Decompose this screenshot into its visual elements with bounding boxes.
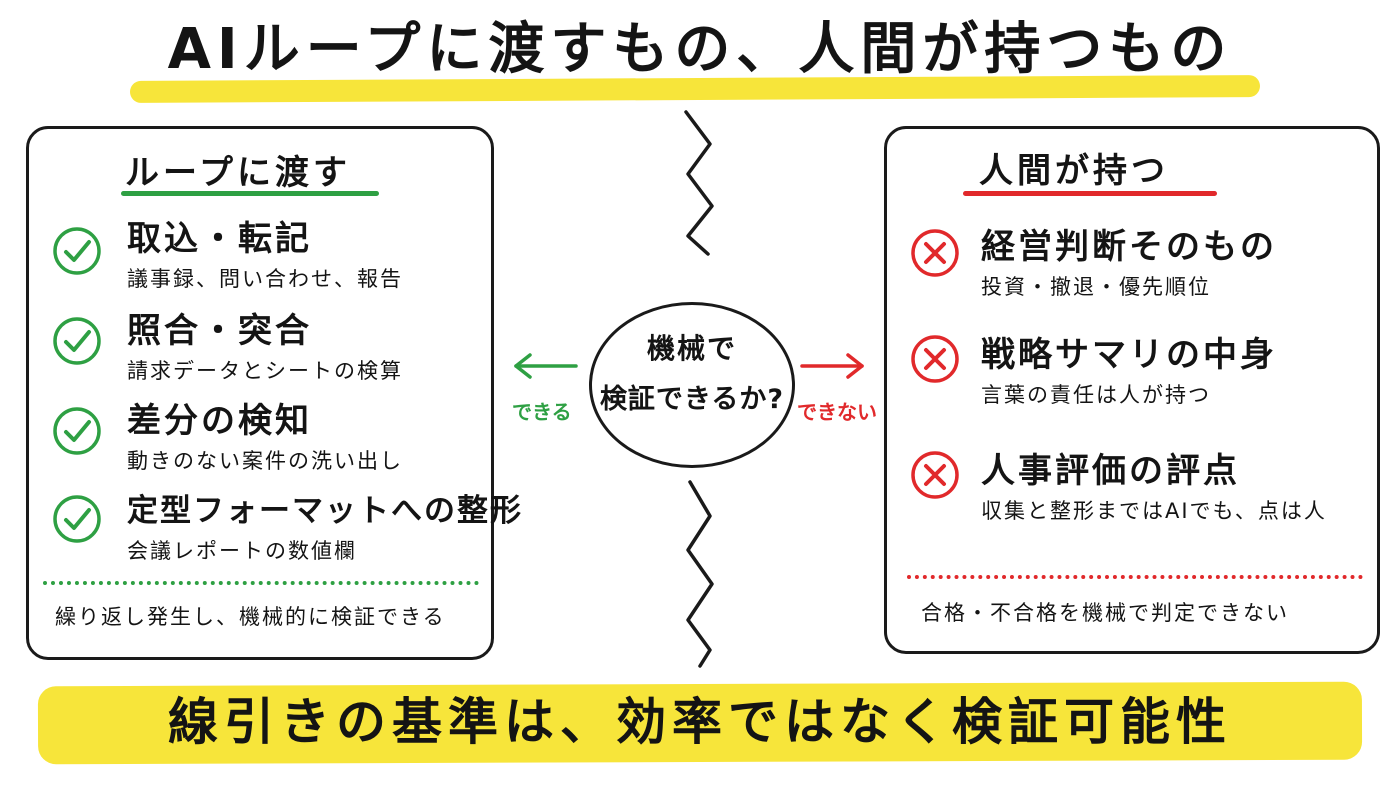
item-heading: 経営判断そのもの [981, 227, 1277, 267]
page-title: AIループに渡すもの、人間が持つもの [167, 17, 1233, 82]
item-detail: 会議レポートの数値欄 [127, 539, 357, 563]
arrow-left-icon [514, 353, 578, 379]
bottom-message: 線引きの基準は、効率ではなく検証可能性 [168, 693, 1232, 751]
check-circle-icon [53, 407, 101, 455]
cannot-label: できない [797, 400, 877, 424]
item-detail: 収集と整形まではAIでも、点は人 [981, 499, 1327, 523]
item-detail: 議事録、問い合わせ、報告 [127, 267, 403, 291]
x-circle-icon [911, 335, 959, 383]
human-panel: 人間が持つ 経営判断そのもの 投資・撤退・優先順位 戦略サマリの中身 言葉の責任… [884, 126, 1380, 654]
loop-panel: ループに渡す 取込・転記 議事録、問い合わせ、報告 照合・突合 請求データとシー… [26, 126, 521, 660]
dotted-divider [907, 575, 1363, 579]
verify-question-circle: 機械で 検証できるか? [589, 302, 795, 468]
arrow-right-icon [800, 353, 864, 379]
zigzag-divider-bottom [686, 480, 714, 668]
loop-panel-title: ループに渡す [125, 153, 351, 193]
list-item: 照合・突合 請求データとシートの検算 [127, 311, 403, 385]
item-heading: 差分の検知 [127, 401, 312, 441]
list-item: 差分の検知 動きのない案件の洗い出し [127, 401, 403, 475]
human-panel-footer: 合格・不合格を機械で判定できない [921, 601, 1289, 625]
check-circle-icon [53, 317, 101, 365]
item-detail: 請求データとシートの検算 [127, 359, 403, 383]
list-item: 経営判断そのもの 投資・撤退・優先順位 [981, 227, 1277, 301]
item-heading: 定型フォーマットへの整形 [127, 493, 523, 529]
item-detail: 投資・撤退・優先順位 [981, 275, 1211, 299]
list-item: 戦略サマリの中身 言葉の責任は人が持つ [981, 335, 1277, 409]
item-heading: 照合・突合 [127, 311, 312, 351]
question-line-1: 機械で [646, 332, 737, 365]
item-heading: 戦略サマリの中身 [981, 335, 1277, 375]
question-line-2: 検証できるか? [599, 384, 785, 415]
list-item: 定型フォーマットへの整形 会議レポートの数値欄 [127, 491, 523, 565]
loop-title-underline [121, 191, 379, 196]
item-detail: 言葉の責任は人が持つ [981, 383, 1211, 407]
human-panel-title: 人間が持つ [979, 151, 1169, 191]
dotted-divider [43, 581, 479, 585]
list-item: 取込・転記 議事録、問い合わせ、報告 [127, 219, 403, 293]
item-detail: 動きのない案件の洗い出し [127, 449, 403, 473]
list-item: 人事評価の評点 収集と整形まではAIでも、点は人 [981, 451, 1327, 525]
zigzag-divider-top [684, 110, 714, 256]
loop-panel-footer: 繰り返し発生し、機械的に検証できる [55, 605, 446, 629]
x-circle-icon [911, 451, 959, 499]
x-circle-icon [911, 229, 959, 277]
can-label: できる [512, 400, 572, 424]
item-heading: 取込・転記 [127, 219, 312, 259]
human-title-underline [963, 191, 1217, 196]
item-heading: 人事評価の評点 [981, 451, 1240, 491]
check-circle-icon [53, 495, 101, 543]
check-circle-icon [53, 227, 101, 275]
